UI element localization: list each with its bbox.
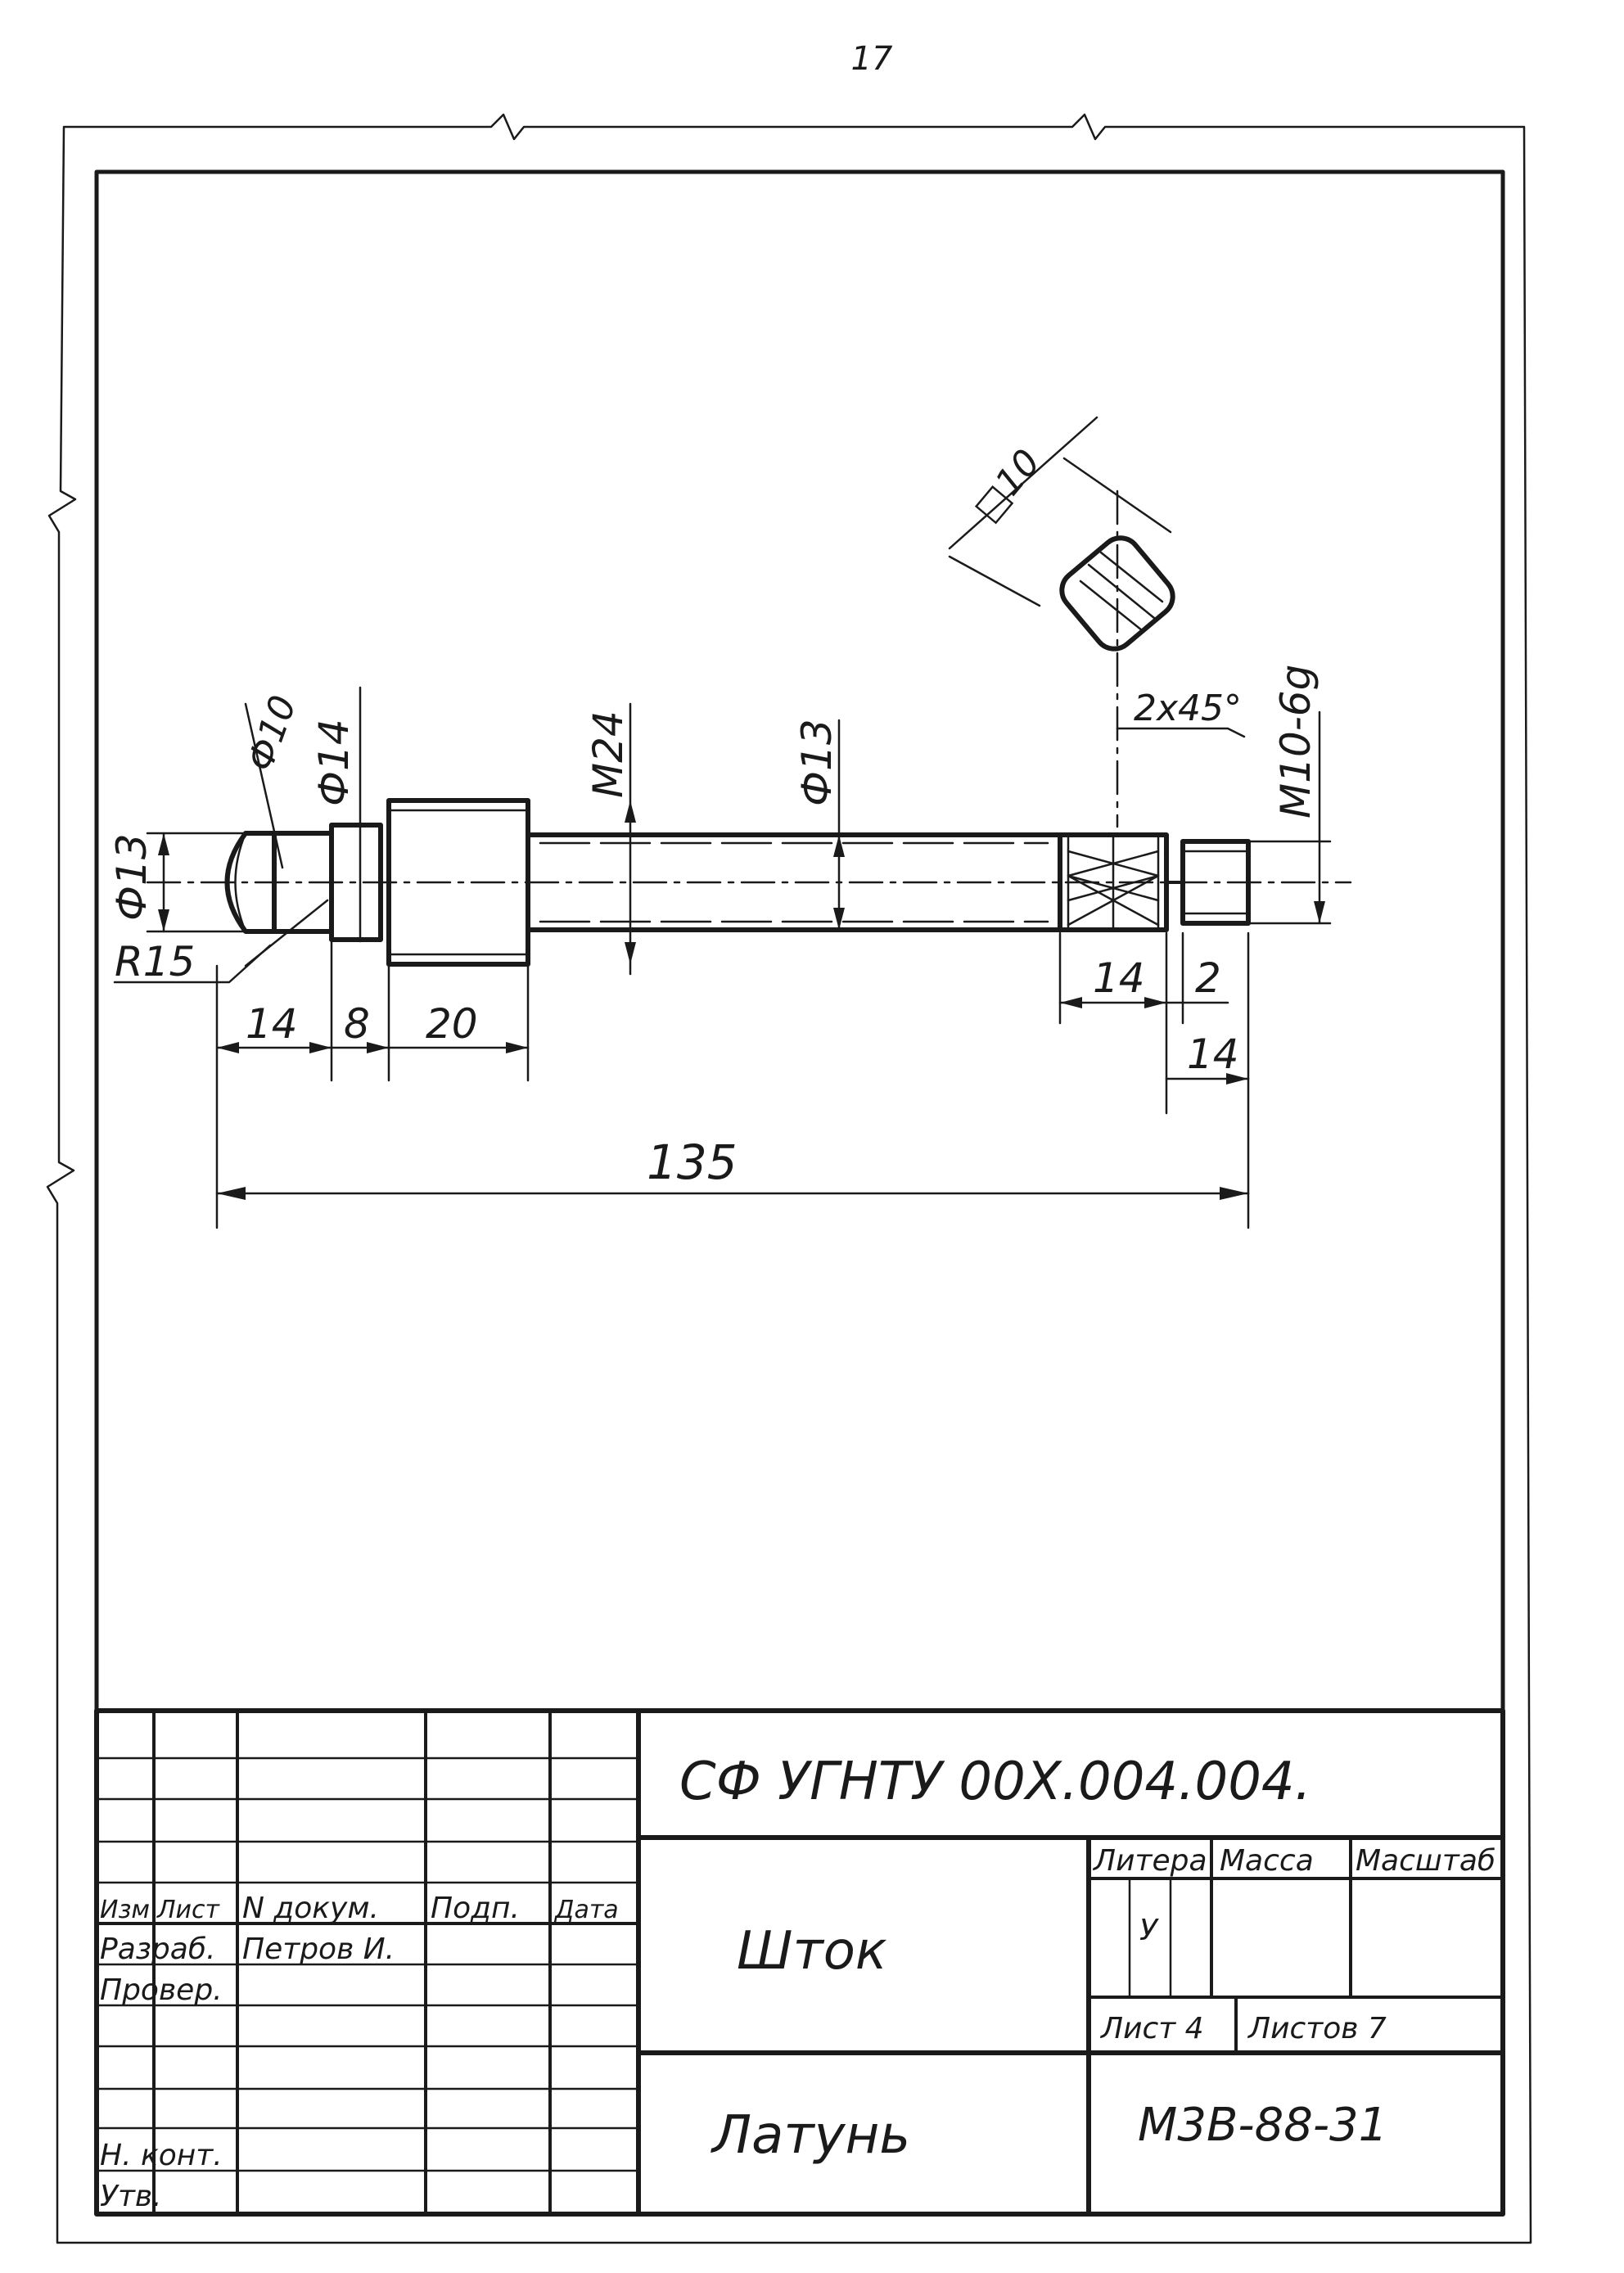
dim-chamfer: 2x45° xyxy=(1134,688,1242,729)
dim-d13-left: Ф13 xyxy=(108,833,156,921)
tb-header-list: Лист xyxy=(156,1896,221,1924)
body-m24 xyxy=(386,798,530,967)
dim-radius: R15 xyxy=(115,938,195,985)
dim-len-20: 20 xyxy=(426,1000,478,1048)
dim-len-14-a: 14 xyxy=(246,1000,298,1048)
outer-border xyxy=(46,113,1532,2244)
dim-d14: Ф14 xyxy=(310,719,358,806)
tb-razrab-label: Разраб. xyxy=(100,1933,215,1966)
tb-prover-label: Провер. xyxy=(100,1973,223,2007)
rod-d13 xyxy=(526,832,1062,932)
dim-len-14-b: 14 xyxy=(1093,954,1145,1002)
dim-len-2: 2 xyxy=(1195,954,1221,1002)
tb-nkont-label: Н. конт. xyxy=(100,2139,223,2172)
collar-d14 xyxy=(329,823,383,942)
tb-header-ndokum: N докум. xyxy=(242,1892,379,1925)
tb-razrab-name: Петров И. xyxy=(242,1933,395,1966)
tb-header-izm: Изм xyxy=(100,1896,150,1924)
tb-header-litera: Литера xyxy=(1092,1844,1207,1878)
tb-group: М3В-88-31 xyxy=(1138,2099,1387,2152)
tb-header-masshtab: Масштаб xyxy=(1356,1844,1495,1878)
tb-part-name: Шток xyxy=(737,1921,887,1982)
dim-thread: M10-6g xyxy=(1272,665,1320,819)
dim-len-135: 135 xyxy=(647,1134,738,1190)
tb-sheets: Листов 7 xyxy=(1247,2012,1387,2045)
dim-d13-mid: Ф13 xyxy=(793,719,841,806)
dim-len-8: 8 xyxy=(344,1000,370,1048)
title-block: Изм Лист N докум. Подп. Дата Разраб. Пет… xyxy=(94,1708,1505,2217)
tb-header-massa: Масса xyxy=(1220,1844,1314,1878)
tb-sheet: Лист 4 xyxy=(1099,2012,1204,2045)
dome-end xyxy=(224,831,277,934)
horizontal-dimensions xyxy=(215,931,1250,1229)
vertical-dimensions xyxy=(146,686,1332,976)
tb-litera-value: У xyxy=(1139,1914,1159,1947)
tb-header-data: Дата xyxy=(553,1896,619,1924)
tb-header-podp: Подп. xyxy=(431,1892,520,1925)
leader-d10 xyxy=(244,702,284,869)
tb-material: Латунь xyxy=(710,2105,910,2166)
square-cross-section xyxy=(948,416,1175,828)
tb-utv-label: Утв. xyxy=(100,2180,162,2213)
page-number: 17 xyxy=(851,40,893,78)
dim-m24: M24 xyxy=(584,710,632,798)
dim-len-14-c: 14 xyxy=(1187,1031,1239,1078)
tb-designation: СФ УГНТУ 00X.004.004. xyxy=(679,1752,1311,1812)
